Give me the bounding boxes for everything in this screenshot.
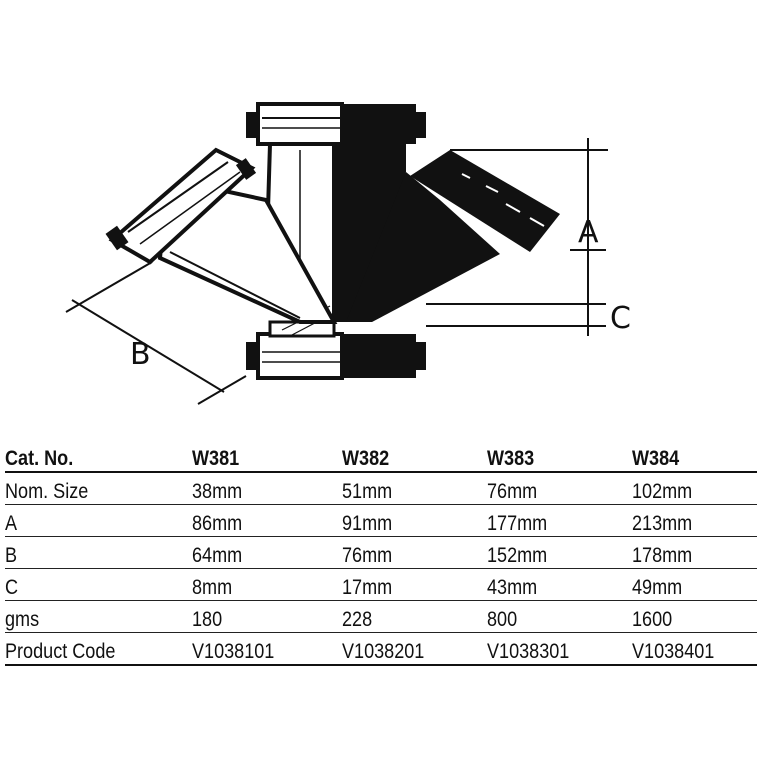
main-body [265,142,406,338]
row-label: gms [5,608,40,631]
table-cell: V1038401 [632,640,715,663]
table-cell: 51mm [342,480,393,503]
dimension-c: C [426,301,631,336]
table-row: A 86mm 91mm 177mm 213mm [5,505,757,537]
row-label: Nom. Size [5,480,89,503]
table-cell: 86mm [192,512,243,535]
row-label: Product Code [5,640,116,663]
table-cell: 76mm [342,544,393,567]
table-cell: 102mm [632,480,693,503]
table-cell: 1600 [632,608,673,631]
table-cell: 76mm [487,480,538,503]
table-row: gms 180 228 800 1600 [5,601,757,633]
fitting-drawing: A C B [65,102,631,405]
table-cell: 8mm [192,576,233,599]
table-header-row: Cat. No. W381 W382 W383 W384 [5,440,757,472]
dim-label-b: B [130,337,151,372]
table-cell: 91mm [342,512,393,535]
row-label: B [5,544,18,567]
header-w381: W381 [192,447,240,470]
table-row: B 64mm 76mm 152mm 178mm [5,537,757,569]
table-cell: 180 [192,608,223,631]
table-row: Nom. Size 38mm 51mm 76mm 102mm [5,472,757,505]
table-cell: 49mm [632,576,683,599]
bottom-collar [246,332,426,380]
table-cell: 43mm [487,576,538,599]
dim-label-a: A [578,215,599,250]
table-row: C 8mm 17mm 43mm 49mm [5,569,757,601]
row-label: A [5,512,18,535]
row-label: C [5,576,19,599]
spec-table: Cat. No. W381 W382 W383 W384 Nom. Size 3… [5,440,757,666]
table-cell: 178mm [632,544,693,567]
table-cell: 64mm [192,544,243,567]
header-cat-no: Cat. No. [5,447,74,470]
top-collar [246,102,426,146]
header-w384: W384 [632,447,680,470]
table-cell: 228 [342,608,373,631]
table-cell: 800 [487,608,518,631]
header-w382: W382 [342,447,390,470]
right-branch [346,150,560,322]
table-cell: 17mm [342,576,393,599]
dim-label-c: C [610,301,631,336]
table-cell: 152mm [487,544,548,567]
table-cell: V1038201 [342,640,425,663]
table-cell: 38mm [192,480,243,503]
left-branch [105,147,338,324]
table-row: Product Code V1038101 V1038201 V1038301 … [5,633,757,665]
table-cell: V1038101 [192,640,275,663]
header-w383: W383 [487,447,535,470]
table-cell: 177mm [487,512,548,535]
dimension-b: B [65,261,247,405]
table-cell: 213mm [632,512,693,535]
table-cell: V1038301 [487,640,570,663]
